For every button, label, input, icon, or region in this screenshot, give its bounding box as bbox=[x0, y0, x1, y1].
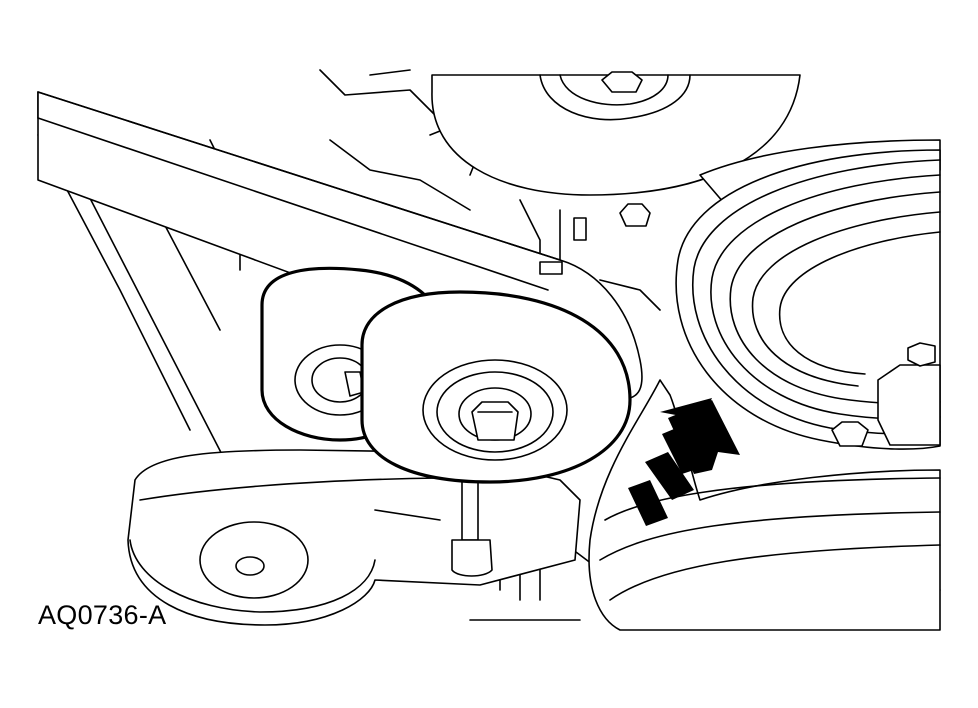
front-tensioner-pulley bbox=[360, 290, 632, 484]
crankshaft-pulley bbox=[675, 149, 941, 450]
top-pulley bbox=[431, 71, 801, 196]
figure-id-label: AQ0736-A bbox=[38, 600, 167, 630]
tensioner-damper bbox=[451, 477, 493, 577]
fasteners bbox=[539, 203, 651, 275]
dashed-arrow-up-right-icon bbox=[628, 398, 740, 526]
